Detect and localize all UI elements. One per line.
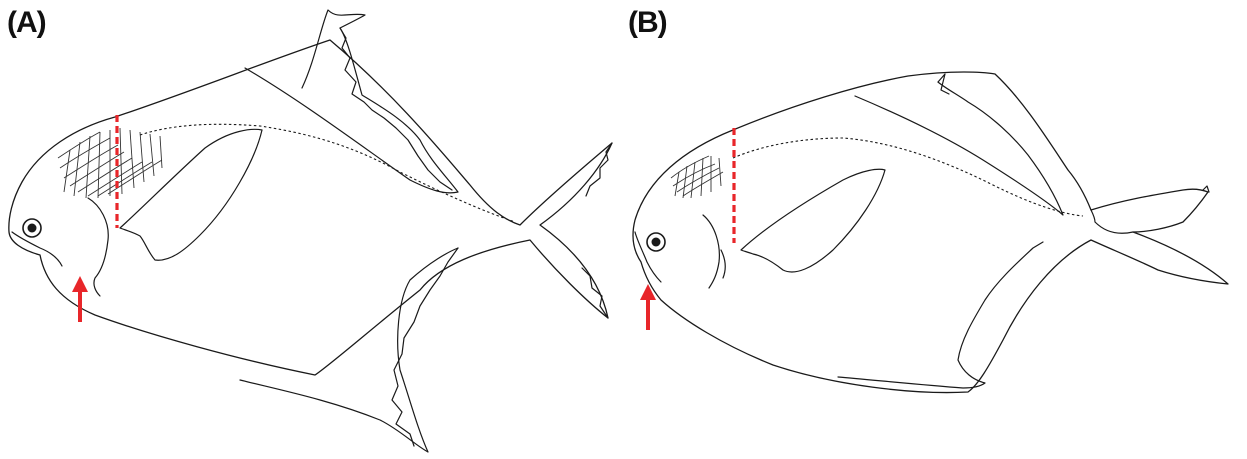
- fish-a-drawing: [0, 0, 623, 459]
- fish-b-body: [633, 72, 1228, 393]
- panel-b: (B): [623, 0, 1247, 459]
- fish-b-pupil: [652, 238, 661, 247]
- panel-a: (A): [0, 0, 623, 459]
- fish-a-pupil: [28, 224, 37, 233]
- fish-b-drawing: [623, 0, 1247, 459]
